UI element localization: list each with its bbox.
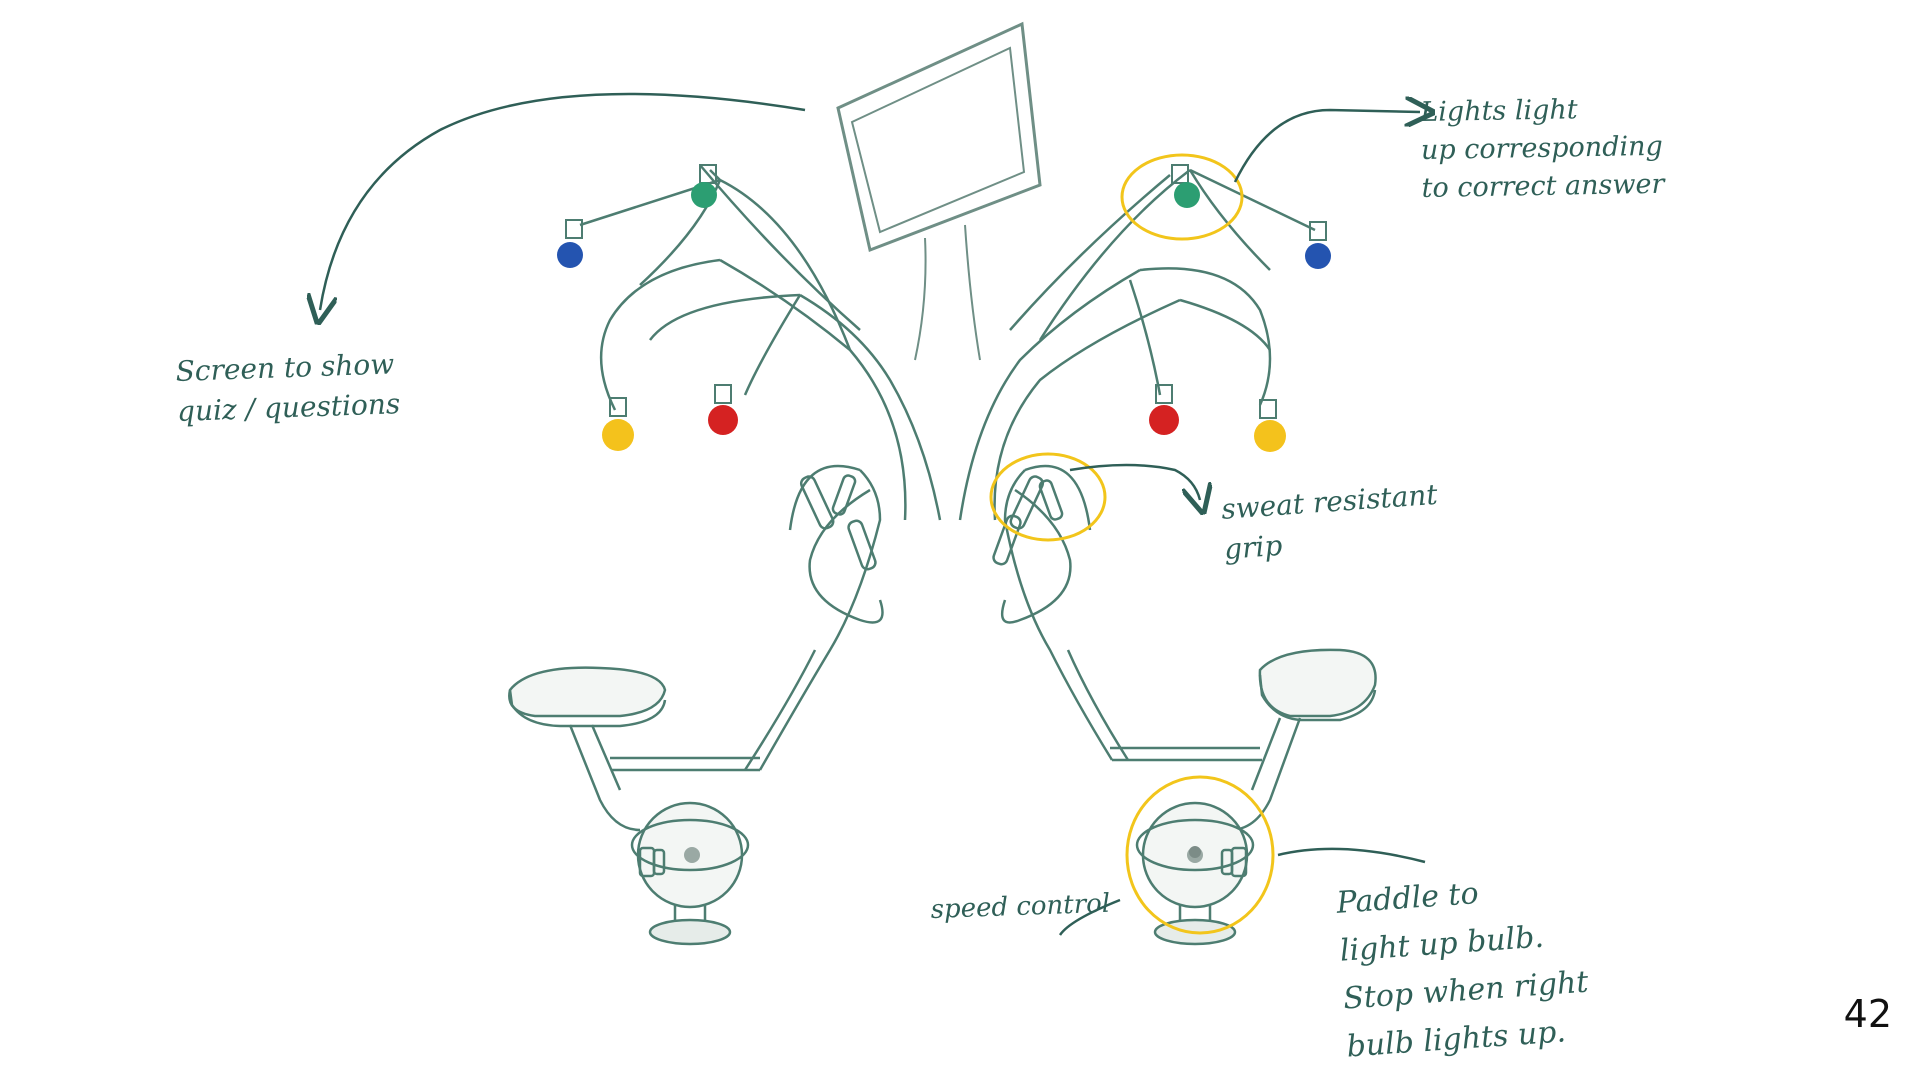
speed-control-icon <box>1189 846 1201 858</box>
bulb-red-right <box>1149 384 1179 435</box>
annotation-grip: sweat resistant grip <box>1220 477 1439 566</box>
annotation-lights: Lights light up corresponding to correct… <box>1420 94 1665 204</box>
highlight-grip <box>989 452 1107 542</box>
pedal-icon-left <box>638 846 666 878</box>
arrow-grip <box>1069 463 1200 500</box>
annotation-arrows <box>320 92 1426 936</box>
arrow-lights <box>1233 110 1420 183</box>
handle-grip-icon <box>799 474 877 571</box>
bulb-yellow-left <box>602 397 634 451</box>
bulb-yellow-right <box>1254 399 1286 452</box>
exercise-bike-icon <box>508 464 884 946</box>
arrow-paddle <box>1277 847 1426 864</box>
arrow-screen <box>320 92 806 310</box>
bulb-blue-right <box>1305 221 1331 269</box>
annotation-paddle: Paddle to light up bulb. Stop when right… <box>1335 876 1590 1065</box>
highlight-pedal <box>1125 775 1275 935</box>
light-bulb-icon <box>557 164 1331 452</box>
annotation-speed-control: speed control <box>930 888 1111 925</box>
exercise-bike-icon-right <box>1000 464 1377 946</box>
screen-icon <box>836 21 1042 361</box>
annotation-screen: Screen to show quiz / questions <box>175 347 401 428</box>
highlight-bulb <box>1120 153 1244 241</box>
bulb-green-left <box>691 164 717 208</box>
page-number: 42 <box>1843 992 1892 1036</box>
bulb-blue-left <box>557 219 583 268</box>
arrow-speed <box>1058 898 1121 936</box>
tree-stand <box>579 164 1316 521</box>
bulb-red-left <box>708 384 738 435</box>
handle-grip-icon-right <box>992 475 1064 566</box>
bulb-green-right <box>1171 164 1200 208</box>
pedal-icon-right <box>1220 846 1248 878</box>
highlight-circles <box>989 153 1275 935</box>
